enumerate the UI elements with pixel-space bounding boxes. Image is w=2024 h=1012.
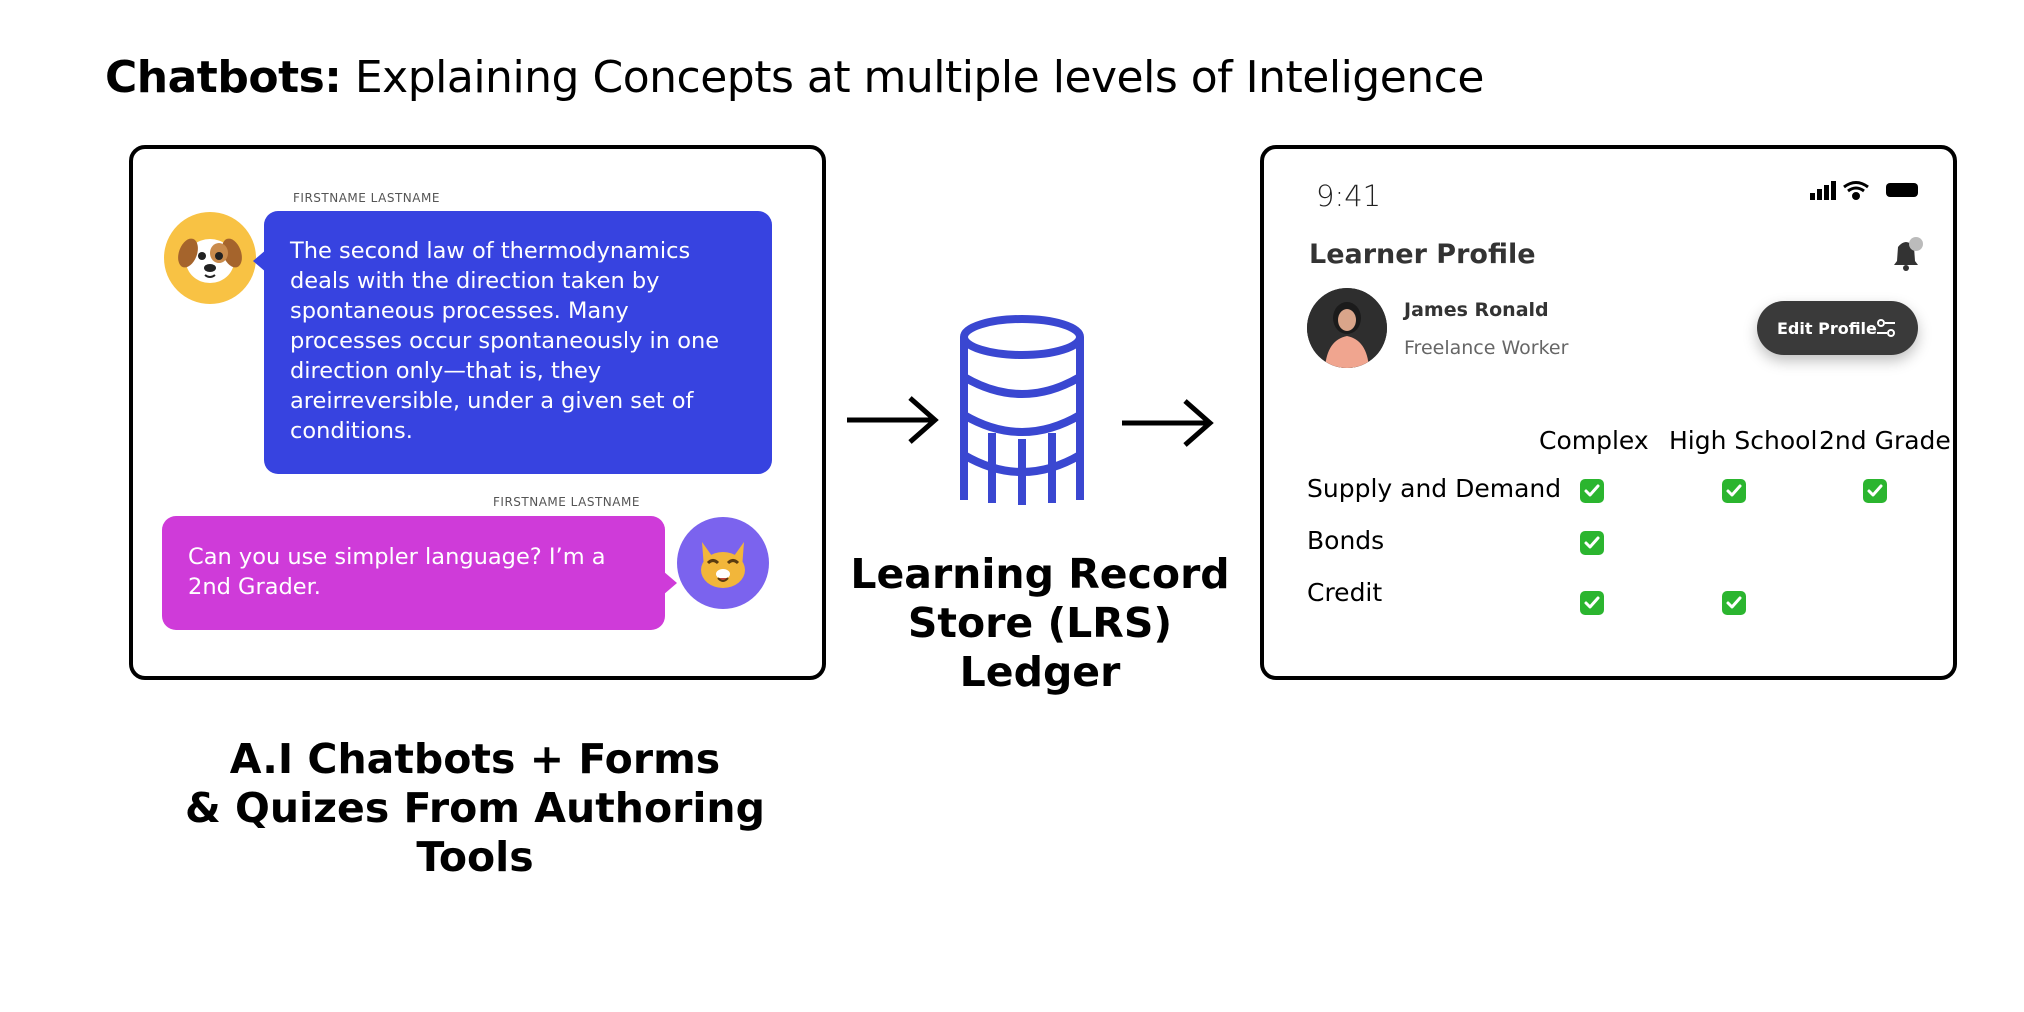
dog-emoji-icon [178, 238, 242, 283]
column-header: High School [1669, 426, 1818, 455]
bubble-tail [253, 249, 267, 273]
message-bubble-bot: The second law of thermodynamics deals w… [264, 211, 772, 474]
column-header: 2nd Grader [1819, 426, 1957, 455]
person-photo [1307, 288, 1387, 368]
sender-label: FIRSTNAME LASTNAME [493, 495, 640, 509]
status-time: 9:41 [1316, 179, 1382, 213]
dog-avatar [164, 212, 256, 304]
sliders-icon [1877, 319, 1895, 337]
bell-icon[interactable] [1888, 235, 1924, 273]
row-label: Supply and Demand [1307, 474, 1562, 503]
battery-icon [1886, 183, 1918, 197]
edit-profile-button[interactable]: Edit Profile [1757, 301, 1918, 355]
cat-emoji-icon [701, 542, 745, 588]
caption-line: Store (LRS) Ledger [907, 599, 1173, 696]
row-label: Bonds [1307, 526, 1385, 555]
avatar [1307, 288, 1387, 368]
check-icon [1580, 591, 1604, 615]
row-label: Credit [1307, 578, 1383, 607]
status-icons [1810, 181, 1918, 200]
bubble-tail [663, 571, 677, 595]
cat-avatar [677, 517, 769, 609]
edit-profile-label: Edit Profile [1777, 318, 1877, 338]
learner-profile-panel: 9:41 Learner Profile James Ronald Freela… [1260, 145, 1957, 680]
caption-line: A.I Chatbots + Forms [229, 735, 721, 783]
user-name: James Ronald [1404, 299, 1549, 321]
caption-line: & Quizes From Authoring [185, 784, 765, 832]
user-role: Freelance Worker [1404, 337, 1569, 359]
arrow-right-icon [1122, 399, 1214, 447]
chatbots-caption: A.I Chatbots + Forms & Quizes From Autho… [160, 735, 790, 882]
title-bold: Chatbots: [105, 52, 342, 103]
check-icon [1580, 531, 1604, 555]
profile-title: Learner Profile [1309, 239, 1536, 270]
signal-icon [1810, 181, 1836, 200]
title-rest: Explaining Concepts at multiple levels o… [341, 52, 1485, 103]
chatbot-panel: FIRSTNAME LASTNAME The second law of the… [129, 145, 826, 680]
arrow-right-icon [847, 396, 939, 444]
column-header: Complex [1539, 426, 1649, 455]
check-icon [1863, 479, 1887, 503]
check-icon [1580, 479, 1604, 503]
wifi-icon [1843, 181, 1869, 200]
check-icon [1722, 479, 1746, 503]
page-title: Chatbots: Explaining Concepts at multipl… [105, 52, 1484, 103]
sender-label: FIRSTNAME LASTNAME [293, 191, 440, 205]
check-icon [1722, 591, 1746, 615]
lrs-caption: Learning Record Store (LRS) Ledger [830, 550, 1250, 697]
message-bubble-user: Can you use simpler language? I’m a 2nd … [162, 516, 665, 630]
caption-line: Tools [416, 833, 534, 881]
database-icon [960, 315, 1084, 505]
caption-line: Learning Record [850, 550, 1230, 598]
